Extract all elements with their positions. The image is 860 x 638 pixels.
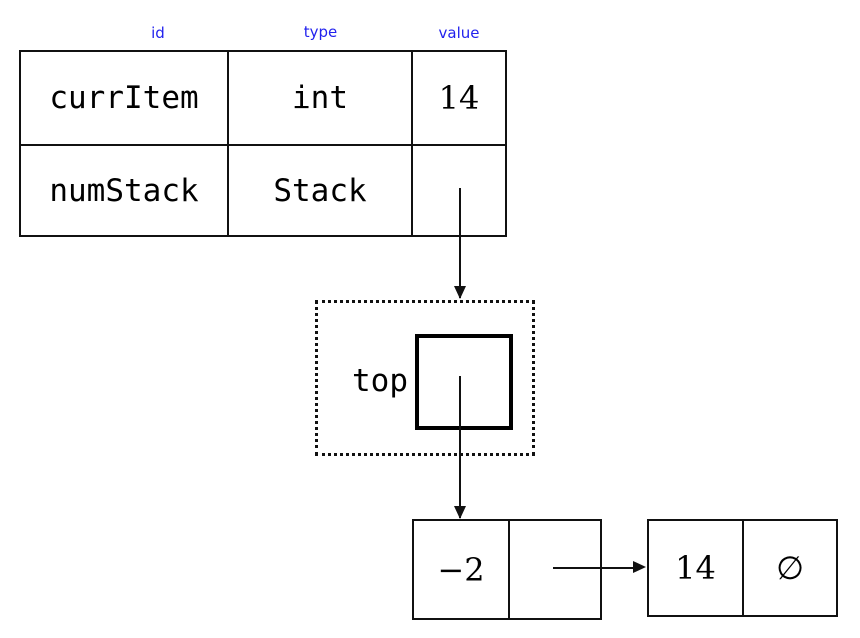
table-column-divider-1 xyxy=(227,52,229,235)
list-node-1-value: −2 xyxy=(437,550,485,589)
list-node-2: 14 ∅ xyxy=(647,519,838,617)
connector-node1-to-node2-line xyxy=(553,567,638,569)
table-cell-type-1: int xyxy=(292,80,348,116)
stack-top-field-value-box xyxy=(415,334,513,430)
list-node-2-divider xyxy=(742,521,744,615)
column-header-type: type xyxy=(303,23,338,41)
stack-object-box: top xyxy=(315,300,535,456)
column-header-id: id xyxy=(151,24,165,42)
connector-top-to-node1-arrowhead xyxy=(454,506,466,519)
list-node-1-divider xyxy=(508,521,510,618)
connector-node1-to-node2-arrowhead xyxy=(633,561,646,573)
list-node-1: −2 xyxy=(412,519,602,620)
list-node-1-next xyxy=(510,521,600,618)
connector-numstack-to-stack-line xyxy=(459,188,461,298)
table-cell-id-2: numStack xyxy=(49,172,199,209)
list-node-2-value: 14 xyxy=(675,549,716,587)
stack-top-field-label: top xyxy=(352,363,408,399)
connector-numstack-to-stack-arrowhead xyxy=(454,286,466,299)
variable-table: currItem int 14 numStack Stack xyxy=(19,50,507,237)
table-cell-value-1: 14 xyxy=(438,79,480,117)
table-cell-id-1: currItem xyxy=(49,80,199,116)
column-header-value: value xyxy=(438,24,480,42)
connector-top-to-node1-line xyxy=(459,376,461,518)
list-node-2-next-null-icon: ∅ xyxy=(776,549,804,587)
table-column-divider-2 xyxy=(411,52,413,235)
table-row-divider xyxy=(21,144,505,146)
table-cell-type-2: Stack xyxy=(273,172,367,209)
